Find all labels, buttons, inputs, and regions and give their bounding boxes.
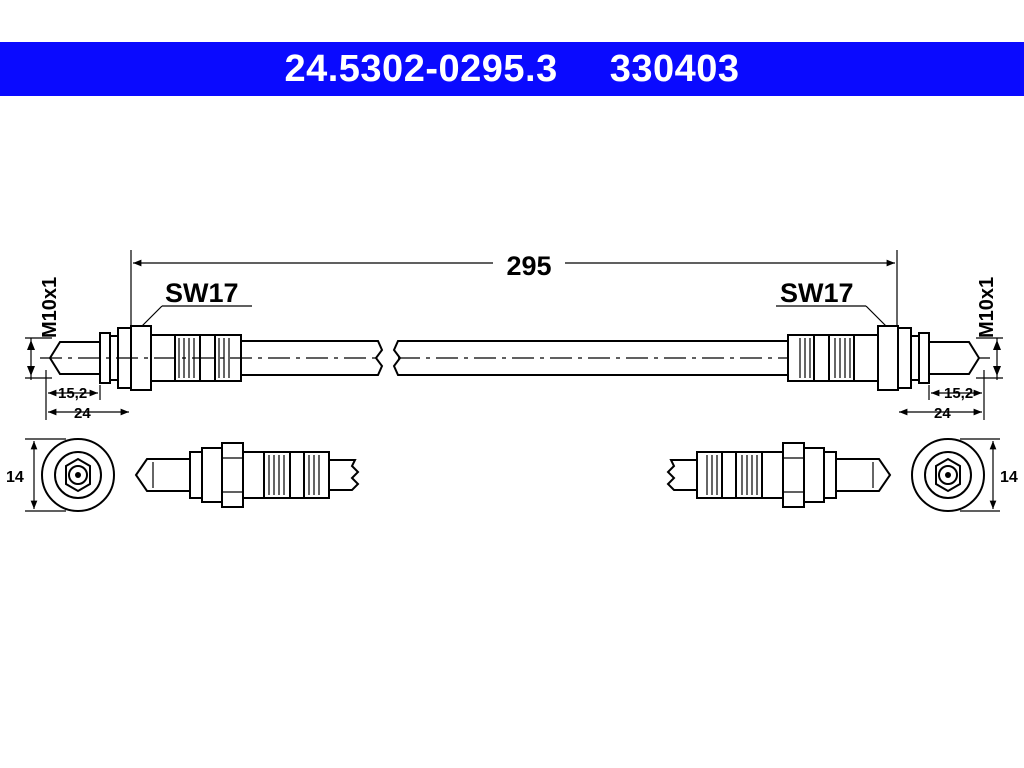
hose-body-top bbox=[40, 340, 990, 376]
left-diameter-label: 14 bbox=[6, 469, 24, 486]
overall-length-dimension: 295 bbox=[130, 250, 898, 340]
right-fitting-side-view bbox=[666, 442, 892, 508]
right-thread-label: M10x1 bbox=[976, 277, 998, 338]
left-fitting-side-view bbox=[134, 442, 360, 508]
left-wrench-label: SW17 bbox=[165, 278, 239, 308]
left-wrench-callout: SW17 bbox=[139, 278, 252, 329]
right-wrench-label: SW17 bbox=[780, 278, 854, 308]
part-number: 24.5302-0295.3 bbox=[284, 47, 558, 90]
overall-length-label: 295 bbox=[506, 251, 551, 281]
right-fitting-dimensions: 15,2 24 bbox=[899, 370, 985, 422]
left-dim-small-label: 15,2 bbox=[58, 385, 87, 402]
right-wrench-callout: SW17 bbox=[776, 278, 889, 329]
left-thread-label: M10x1 bbox=[39, 277, 61, 338]
right-thread-dimension: M10x1 bbox=[976, 277, 1003, 380]
right-end-view: 14 bbox=[911, 438, 1018, 512]
left-thread-dimension: M10x1 bbox=[25, 277, 61, 380]
right-diameter-label: 14 bbox=[1000, 469, 1018, 486]
left-fitting-dimensions: 15,2 24 bbox=[45, 370, 129, 422]
left-end-view: 14 bbox=[6, 438, 115, 512]
right-dim-large-label: 24 bbox=[934, 405, 951, 422]
left-dim-large-label: 24 bbox=[74, 405, 91, 422]
right-fitting-top bbox=[787, 325, 981, 391]
right-dim-small-label: 15,2 bbox=[944, 385, 973, 402]
title-banner: 24.5302-0295.3 330403 bbox=[0, 42, 1024, 96]
reference-number: 330403 bbox=[609, 47, 740, 90]
